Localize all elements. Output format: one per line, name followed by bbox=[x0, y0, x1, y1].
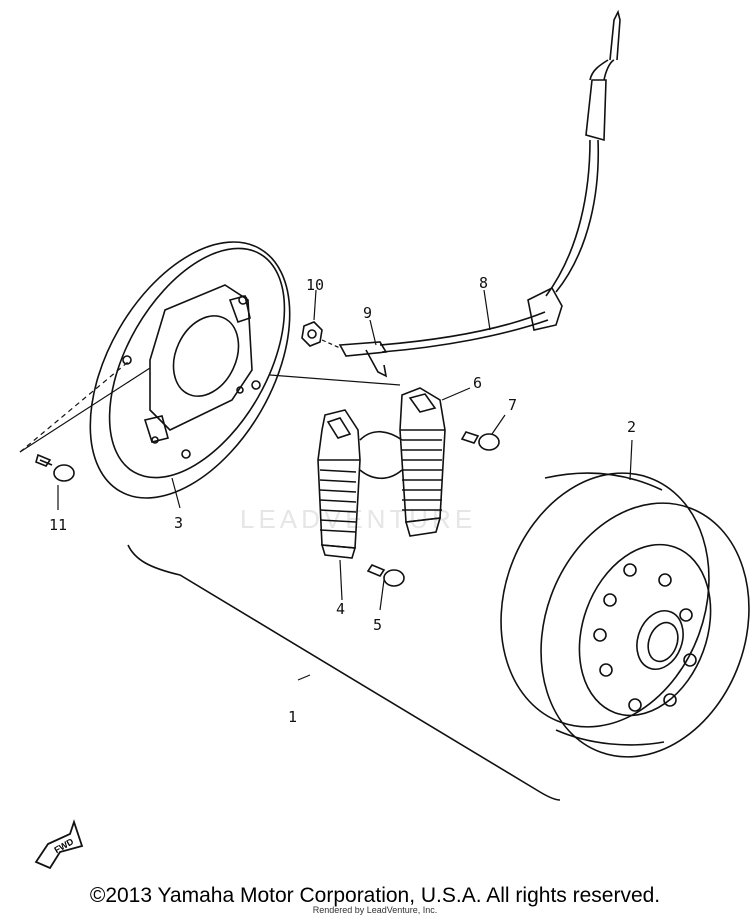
flywheel-rotor-part-2 bbox=[500, 472, 750, 758]
callout-7: 7 bbox=[508, 396, 517, 414]
fwd-label: FWD bbox=[53, 836, 76, 855]
callout-2: 2 bbox=[627, 418, 636, 436]
screw-part-7 bbox=[460, 431, 500, 451]
callout-1: 1 bbox=[288, 708, 297, 726]
callout-4: 4 bbox=[336, 600, 345, 618]
callout-9: 9 bbox=[363, 304, 372, 322]
fwd-arrow-icon: FWD bbox=[34, 819, 84, 870]
callout-5: 5 bbox=[373, 616, 382, 634]
callout-8: 8 bbox=[479, 274, 488, 292]
rendered-by-text: Rendered by LeadVenture, Inc. bbox=[312, 905, 438, 915]
assembly-bracket bbox=[127, 544, 561, 801]
screw-part-11 bbox=[35, 453, 75, 482]
nut-part-10 bbox=[301, 321, 323, 347]
screw-part-5 bbox=[366, 564, 405, 587]
callout-6: 6 bbox=[473, 374, 482, 392]
copyright-text: ©2013 Yamaha Motor Corporation, U.S.A. A… bbox=[89, 884, 661, 907]
callout-10: 10 bbox=[306, 276, 324, 294]
coil-part-4 bbox=[317, 409, 361, 559]
lead-wire-part-8 bbox=[379, 9, 621, 353]
clamp-part-9 bbox=[338, 341, 388, 378]
callout-11: 11 bbox=[49, 516, 67, 534]
callout-3: 3 bbox=[174, 514, 183, 532]
stator-base-plate bbox=[89, 241, 291, 499]
exploded-parts-diagram: LEADVENTURE bbox=[19, 9, 750, 870]
coil-part-6 bbox=[399, 387, 446, 537]
